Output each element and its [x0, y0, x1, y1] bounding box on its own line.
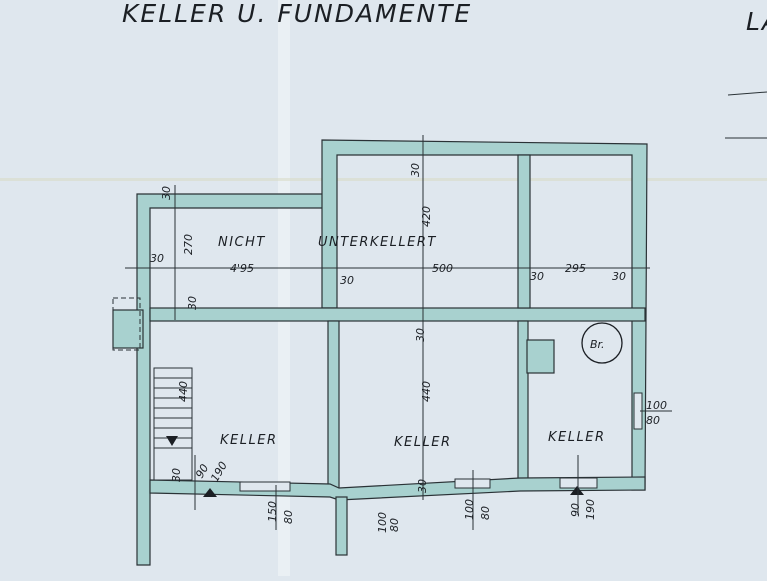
- dim-text: 30: [160, 186, 173, 200]
- wall-middle: [149, 307, 646, 322]
- dim-text: 30: [414, 328, 427, 342]
- dim-text: 80: [282, 510, 295, 524]
- dim-text: 440: [420, 381, 433, 402]
- stair-outline: [153, 367, 193, 481]
- paper-crease: [0, 178, 767, 181]
- dimension-lines: [125, 135, 672, 530]
- dim-text: 80: [646, 414, 660, 427]
- wall-extension: [335, 496, 348, 556]
- dim-text: 150: [266, 501, 279, 522]
- dim-text: 30: [170, 468, 183, 482]
- dim-text: 295: [565, 262, 586, 275]
- boiler-circle: [581, 322, 623, 364]
- dim-text: 30: [612, 270, 626, 283]
- entry-step: [112, 309, 144, 349]
- dim-text: 30: [530, 270, 544, 283]
- window-1: [239, 481, 291, 492]
- staircase: [153, 367, 193, 481]
- margin-line: [727, 91, 767, 96]
- dim-text: 190: [584, 499, 597, 520]
- partition-lower-left: [327, 320, 340, 490]
- paper-fold: [278, 0, 290, 576]
- dim-text: 100: [376, 512, 389, 533]
- dim-text: 440: [177, 381, 190, 402]
- label-nicht: NICHT: [218, 235, 266, 250]
- partition-upper: [517, 154, 531, 309]
- dim-text: 4'95: [230, 262, 254, 275]
- dim-text: 30: [340, 274, 354, 287]
- door-right-arrow-icon: [570, 486, 584, 495]
- dim-text: 30: [150, 252, 164, 265]
- label-keller-middle: KELLER: [394, 435, 451, 450]
- dim-text: 420: [420, 206, 433, 227]
- label-unterkellert: UNTERKELLERT: [318, 235, 437, 250]
- dim-text: 30: [409, 163, 422, 177]
- plan-title: KELLER U. FUNDAMENTE: [122, 0, 472, 28]
- dim-text: 30: [416, 479, 429, 493]
- dim-text: 100: [463, 499, 476, 520]
- dim-text: 500: [432, 262, 453, 275]
- door-left-arrow-icon: [203, 488, 217, 497]
- dim-text: 30: [186, 296, 199, 310]
- title-right-partial: LA: [746, 7, 767, 36]
- stair-down-arrow-icon: [166, 436, 178, 446]
- entry-outline: [112, 297, 141, 351]
- label-boiler: Br.: [590, 338, 605, 351]
- dim-text: 80: [388, 518, 401, 532]
- dim-text: 270: [182, 234, 195, 255]
- dim-text: 90: [193, 462, 211, 481]
- label-keller-left: KELLER: [220, 433, 277, 448]
- chimney: [526, 339, 555, 374]
- label-keller-right: KELLER: [548, 430, 605, 445]
- dim-text: 100: [646, 399, 667, 412]
- dim-text: 80: [479, 506, 492, 520]
- dim-text: 90: [569, 503, 582, 517]
